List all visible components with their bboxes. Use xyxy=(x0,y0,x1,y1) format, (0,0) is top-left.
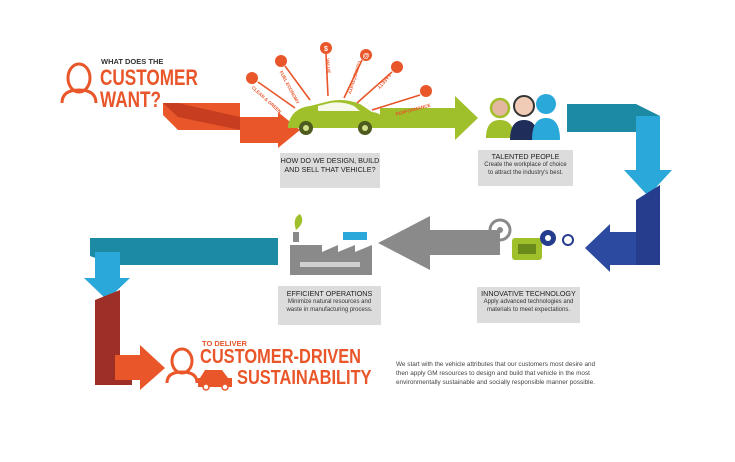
footer-desc-line3: environmentally sustainable and socially… xyxy=(396,379,595,386)
navy-ribbon xyxy=(610,185,660,265)
car-icon xyxy=(198,370,232,391)
orange-ribbon-fold xyxy=(163,103,240,130)
value-icon xyxy=(320,42,332,54)
operations-line2: waste in manufacturing process. xyxy=(286,307,373,313)
people-box: TALENTED PEOPLE Create the workplace of … xyxy=(478,150,573,186)
design-box: HOW DO WE DESIGN, BUILD AND SELL THAT VE… xyxy=(280,153,380,188)
technology-line1: Apply advanced technologies and xyxy=(483,299,574,305)
performance-icon xyxy=(420,85,432,97)
attribute-arrows xyxy=(257,53,421,111)
technology-line2: materials to meet expectations. xyxy=(486,307,571,313)
connectivity-icon xyxy=(360,49,372,61)
operations-line1: Minimize natural resources and xyxy=(287,299,372,305)
footer-pre: TO DELIVER xyxy=(202,339,247,348)
footer-desc-line2: then apply GM resources to design and bu… xyxy=(396,370,590,377)
svg-text:@: @ xyxy=(363,53,370,60)
design-line1: HOW DO WE DESIGN, BUILD xyxy=(280,156,380,165)
design-line2: AND SELL THAT VEHICLE? xyxy=(284,165,376,174)
svg-text:$: $ xyxy=(324,46,328,53)
footer-line2: SUSTAINABILITY xyxy=(237,367,372,389)
vehicle-icon xyxy=(288,100,384,135)
safety-icon xyxy=(391,61,403,73)
header-pre: WHAT DOES THE xyxy=(101,57,164,66)
technology-box: INNOVATIVE TECHNOLOGY Apply advanced tec… xyxy=(477,287,580,323)
operations-title: EFFICIENT OPERATIONS xyxy=(286,289,373,298)
orange-end-arrow xyxy=(115,345,165,390)
navy-left-arrow xyxy=(585,224,636,272)
teal-ribbon-left xyxy=(90,238,278,265)
people-title: TALENTED PEOPLE xyxy=(491,152,560,161)
people-icon xyxy=(486,94,560,140)
customer-head-icon-bottom xyxy=(165,347,199,384)
operations-box: EFFICIENT OPERATIONS Minimize natural re… xyxy=(278,286,381,325)
footer-desc-line1: We start with the vehicle attributes tha… xyxy=(396,361,596,368)
gray-arrow xyxy=(378,216,500,270)
people-line2: to attract the industry's best. xyxy=(488,170,563,176)
clean-green-icon xyxy=(246,72,258,84)
people-line1: Create the workplace of choice xyxy=(484,162,567,168)
header-line2: WANT? xyxy=(100,87,161,112)
footer-description: We start with the vehicle attributes tha… xyxy=(396,360,595,387)
factory-icon xyxy=(290,214,372,275)
header-line1: CUSTOMER xyxy=(100,65,198,90)
technology-title: INNOVATIVE TECHNOLOGY xyxy=(481,289,576,298)
cyan-down-arrow-left xyxy=(84,252,130,300)
customer-head-icon xyxy=(60,62,98,104)
cyan-down-arrow xyxy=(624,116,672,196)
fuel-economy-icon xyxy=(275,55,287,67)
green-arrow xyxy=(380,96,478,140)
technology-icon xyxy=(488,218,574,260)
footer-line1: CUSTOMER-DRIVEN xyxy=(200,346,361,368)
attribute-icons xyxy=(246,42,432,97)
